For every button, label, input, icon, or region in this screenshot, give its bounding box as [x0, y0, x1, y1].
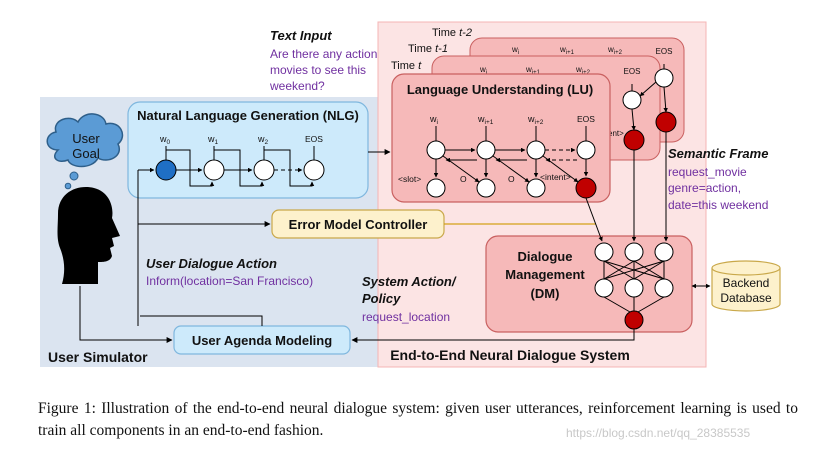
- lu-label-intent: <intent>: [540, 172, 571, 182]
- system-action-title1: System Action/: [362, 274, 457, 289]
- nlg-label-eos: EOS: [305, 134, 323, 144]
- system-action-value: request_location: [362, 310, 450, 324]
- dm-top-node-1: [594, 242, 614, 262]
- text-input-line2: movies to see this: [270, 63, 366, 77]
- lu-label-o2: O: [508, 174, 515, 184]
- semantic-frame-line2: genre=action,: [668, 181, 741, 195]
- nlg-title: Natural Language Generation (NLG): [137, 108, 359, 123]
- lu-bottom-node-1: [426, 178, 446, 198]
- dm-mid-node-3: [654, 278, 674, 298]
- nlg-label-w0: w0: [159, 134, 171, 146]
- lu-t1-node-eos: [622, 90, 642, 110]
- dm-mid-node-2: [624, 278, 644, 298]
- user-dialogue-action-value: Inform(location=San Francisco): [146, 274, 313, 288]
- lu-t1-label-wi1: wi+1: [525, 65, 541, 76]
- user-dialogue-action-title: User Dialogue Action: [146, 256, 277, 271]
- lu-top-node-3: [526, 140, 546, 160]
- lu-t1-label-intent: ent>: [608, 129, 624, 138]
- text-input-title: Text Input: [270, 28, 332, 43]
- lu-to-dm-arrows: [585, 132, 669, 242]
- lu-label-slot: <slot>: [398, 174, 421, 184]
- figure-caption: Figure 1: Illustration of the end-to-end…: [38, 400, 798, 439]
- lu-bottom-node-3: [526, 178, 546, 198]
- system-action-title2: Policy: [362, 291, 401, 306]
- lu-label-wi: wi: [429, 114, 438, 126]
- lu-t2-label-wi: wi: [511, 45, 519, 56]
- user-simulator-label: User Simulator: [48, 349, 148, 365]
- lu-top-node-1: [426, 140, 446, 160]
- time-label-t1: Time t-1: [408, 43, 448, 55]
- lu-back-layers: [622, 64, 677, 151]
- dm-mid-node-1: [594, 278, 614, 298]
- nlg-node-3: [303, 159, 325, 181]
- text-input-line3: weekend?: [269, 79, 325, 93]
- nlg-network: [138, 146, 325, 187]
- time-label-t2: Time t-2: [432, 27, 472, 39]
- semantic-frame-line3: date=this weekend: [668, 198, 768, 212]
- lu-bottom-node-2: [476, 178, 496, 198]
- lu-t1-label-wi2: wi+2: [575, 65, 591, 76]
- lu-t2-node-eos: [654, 68, 674, 88]
- error-model-label: Error Model Controller: [289, 217, 428, 232]
- lu-title: Language Understanding (LU): [407, 82, 593, 97]
- dm-top-node-2: [624, 242, 644, 262]
- agenda-connectors: [79, 286, 635, 343]
- lu-top-node-4: [576, 140, 596, 160]
- backend-line1: Backend: [723, 276, 770, 290]
- dm-top-node-3: [654, 242, 674, 262]
- lu-t2-node-red: [655, 111, 677, 133]
- dm-line2: Management: [505, 267, 585, 282]
- dm-network: [594, 242, 674, 330]
- lu-t1-label-wi: wi: [479, 65, 487, 76]
- watermark: https://blog.csdn.net/qq_28385535: [566, 426, 751, 440]
- lu-label-wi2: wi+2: [527, 114, 544, 126]
- e2e-system-label: End-to-End Neural Dialogue System: [390, 347, 630, 363]
- lu-box: [391, 73, 611, 203]
- user-agenda-label: User Agenda Modeling: [192, 333, 332, 348]
- nlg-node-1: [203, 159, 225, 181]
- nlg-label-w2: w2: [257, 134, 269, 146]
- semantic-frame-title: Semantic Frame: [668, 146, 768, 161]
- semantic-frame-line1: request_movie: [668, 165, 747, 179]
- lu-t1-node-red: [623, 129, 645, 151]
- left-connector: [137, 170, 271, 326]
- user-head-icon: [57, 187, 120, 284]
- user-goal-line2: Goal: [72, 146, 100, 161]
- lu-label-o1: O: [460, 174, 467, 184]
- dm-line3: (DM): [531, 286, 560, 301]
- lu-label-eos: EOS: [577, 114, 595, 124]
- lu-t2-label-wi2: wi+2: [607, 45, 623, 56]
- nlg-node-0: [155, 159, 177, 181]
- lu-network: [426, 126, 597, 199]
- nlg-label-w1: w1: [207, 134, 219, 146]
- time-label-t0: Time t: [391, 60, 422, 72]
- dm-output-node: [624, 310, 644, 330]
- user-goal-line1: User: [72, 131, 100, 146]
- backend-line2: Database: [720, 291, 772, 305]
- dm-line1: Dialogue: [518, 249, 573, 264]
- lu-t1-label-eos: EOS: [624, 67, 641, 76]
- lu-top-node-2: [476, 140, 496, 160]
- lu-label-wi1: wi+1: [477, 114, 494, 126]
- text-input-line1: Are there any action: [270, 47, 377, 61]
- backend-database: Backend Database: [711, 260, 781, 312]
- lu-t2-label-wi1: wi+1: [559, 45, 575, 56]
- lu-bottom-node-4: [575, 177, 597, 199]
- nlg-node-2: [253, 159, 275, 181]
- user-goal-cloud: User Goal: [46, 113, 124, 190]
- lu-t2-label-eos: EOS: [656, 47, 673, 56]
